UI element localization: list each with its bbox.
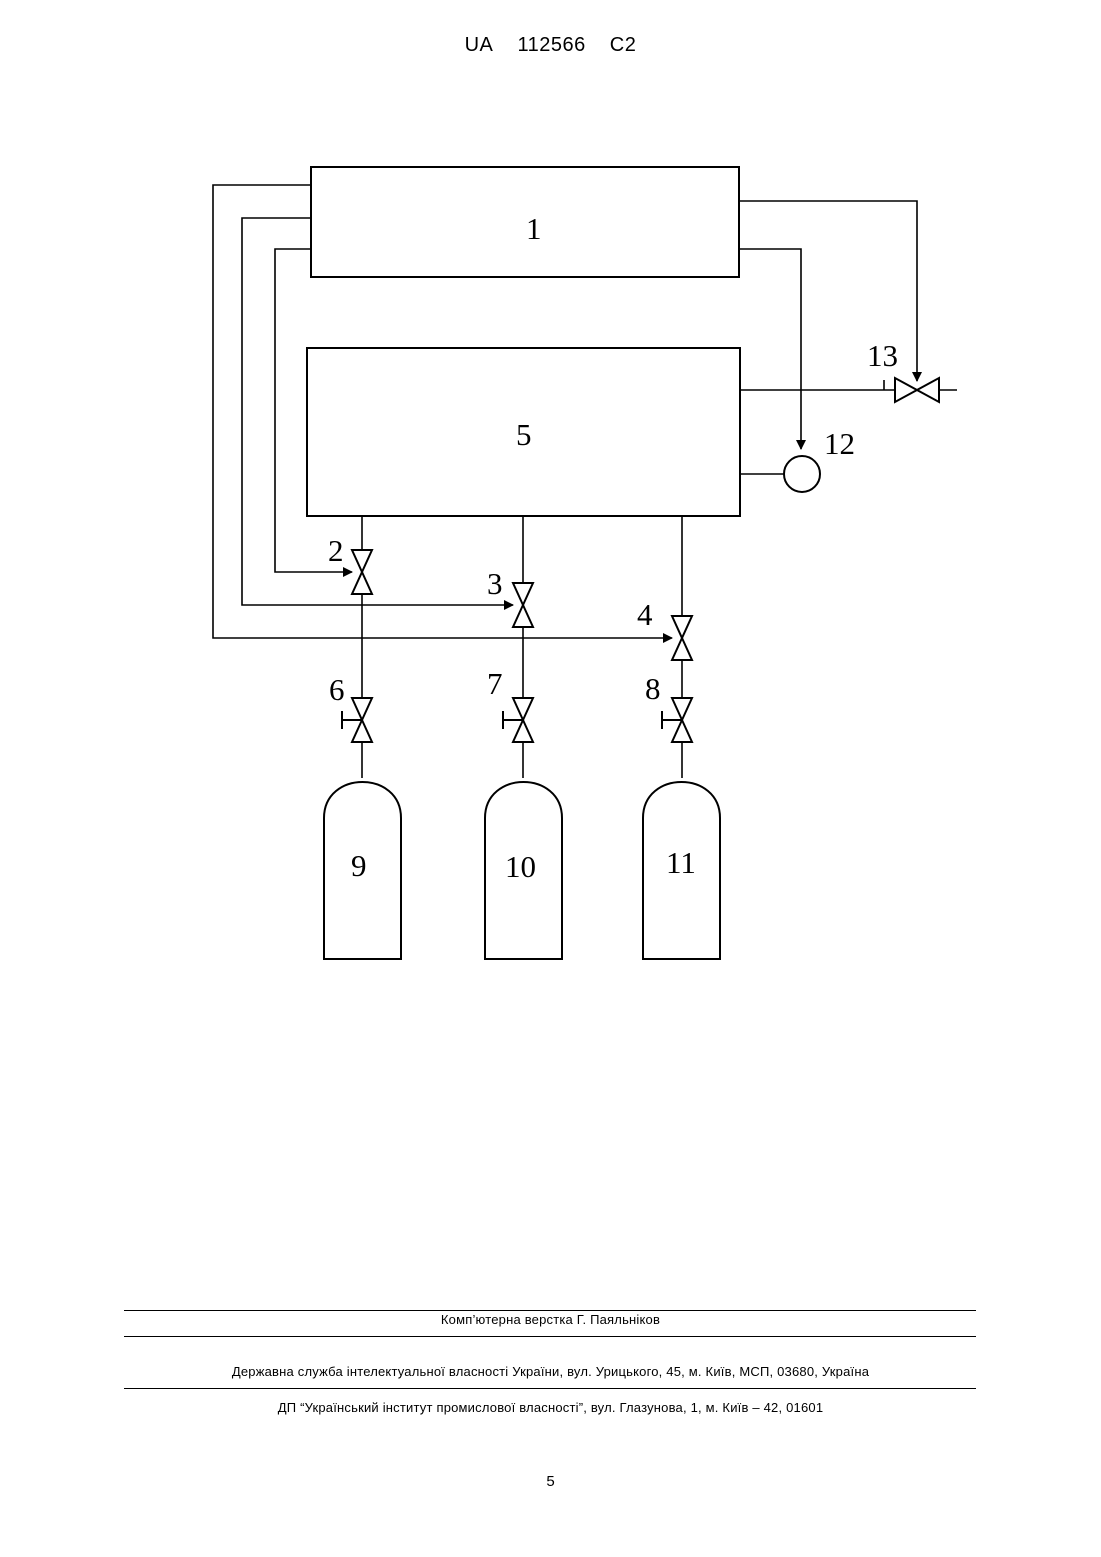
control-line-valve-4 (213, 185, 672, 638)
footer-agency: Державна служба інтелектуальної власност… (0, 1364, 1101, 1379)
footer-divider-2 (124, 1336, 976, 1337)
label-valve-4: 4 (637, 597, 653, 632)
valve-8-bottom (672, 720, 692, 742)
label-valve-8: 8 (645, 671, 661, 706)
label-cylinder-9: 9 (351, 848, 367, 883)
valve-8-top (672, 698, 692, 720)
valve-4-bottom (672, 638, 692, 660)
label-valve-7: 7 (487, 666, 503, 701)
valve-6-bottom (352, 720, 372, 742)
control-unit-1-box (311, 167, 739, 277)
label-unit-5: 5 (516, 417, 532, 452)
valve-2-top (352, 550, 372, 572)
valve-7-top (513, 698, 533, 720)
valve-13-right (917, 378, 939, 402)
gauge-12-circle (784, 456, 820, 492)
control-line-gauge-12 (739, 249, 801, 449)
label-unit-1: 1 (526, 211, 542, 246)
label-valve-6: 6 (329, 672, 345, 707)
footer-divider-1 (124, 1310, 976, 1311)
valve-13-left (895, 378, 917, 402)
label-valve-13: 13 (867, 338, 898, 373)
footer-typesetting: Комп’ютерна верстка Г. Паяльніков (0, 1312, 1101, 1327)
valve-4-top (672, 616, 692, 638)
valve-3-bottom (513, 605, 533, 627)
valve-7-bottom (513, 720, 533, 742)
footer-institute: ДП “Український інститут промислової вла… (0, 1400, 1101, 1415)
control-line-valve-2 (275, 249, 352, 572)
label-cylinder-11: 11 (666, 845, 696, 880)
valve-2-bottom (352, 572, 372, 594)
valve-6-top (352, 698, 372, 720)
label-cylinder-10: 10 (505, 849, 536, 884)
label-valve-3: 3 (487, 566, 503, 601)
valve-3-top (513, 583, 533, 605)
footer-divider-3 (124, 1388, 976, 1389)
label-valve-2: 2 (328, 533, 344, 568)
label-gauge-12: 12 (824, 426, 855, 461)
page-number: 5 (0, 1473, 1101, 1490)
